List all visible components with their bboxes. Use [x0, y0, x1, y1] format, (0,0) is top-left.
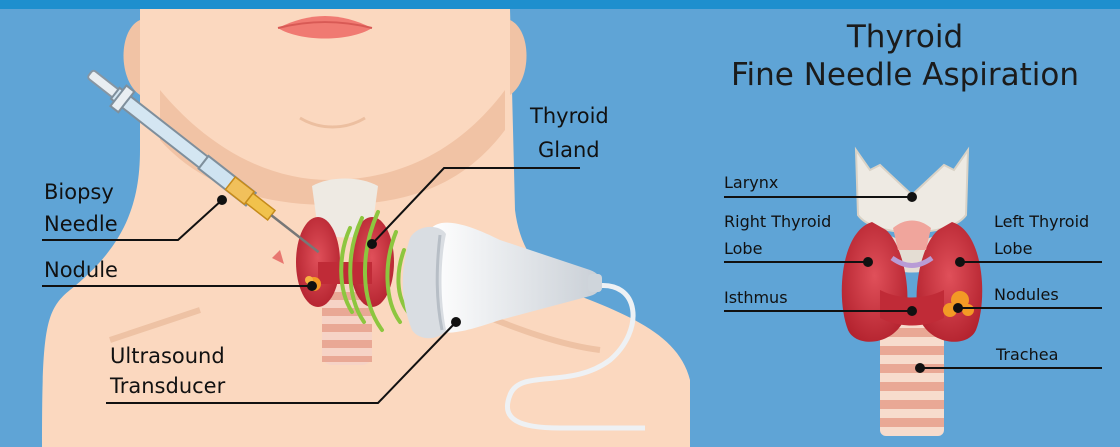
label-nodule: Nodule — [44, 258, 118, 282]
label-nodules: Nodules — [994, 286, 1059, 304]
label-biopsy-needle-1: Biopsy — [44, 180, 114, 204]
title-line-2: Fine Needle Aspiration — [690, 58, 1120, 94]
label-right-lobe-1: Right Thyroid — [724, 213, 831, 231]
label-trachea: Trachea — [996, 346, 1058, 364]
label-left-lobe-1: Left Thyroid — [994, 213, 1089, 231]
top-bar — [0, 0, 1120, 9]
label-ultrasound-1: Ultrasound — [110, 344, 225, 368]
label-right-lobe-2: Lobe — [724, 240, 762, 258]
label-larynx: Larynx — [724, 174, 778, 192]
title-line-1: Thyroid — [690, 20, 1120, 56]
label-isthmus: Isthmus — [724, 289, 788, 307]
label-thyroid-gland-1: Thyroid — [530, 104, 609, 128]
label-biopsy-needle-2: Needle — [44, 212, 118, 236]
label-left-lobe-2: Lobe — [994, 240, 1032, 258]
label-thyroid-gland-2: Gland — [538, 138, 600, 162]
label-ultrasound-2: Transducer — [110, 374, 225, 398]
